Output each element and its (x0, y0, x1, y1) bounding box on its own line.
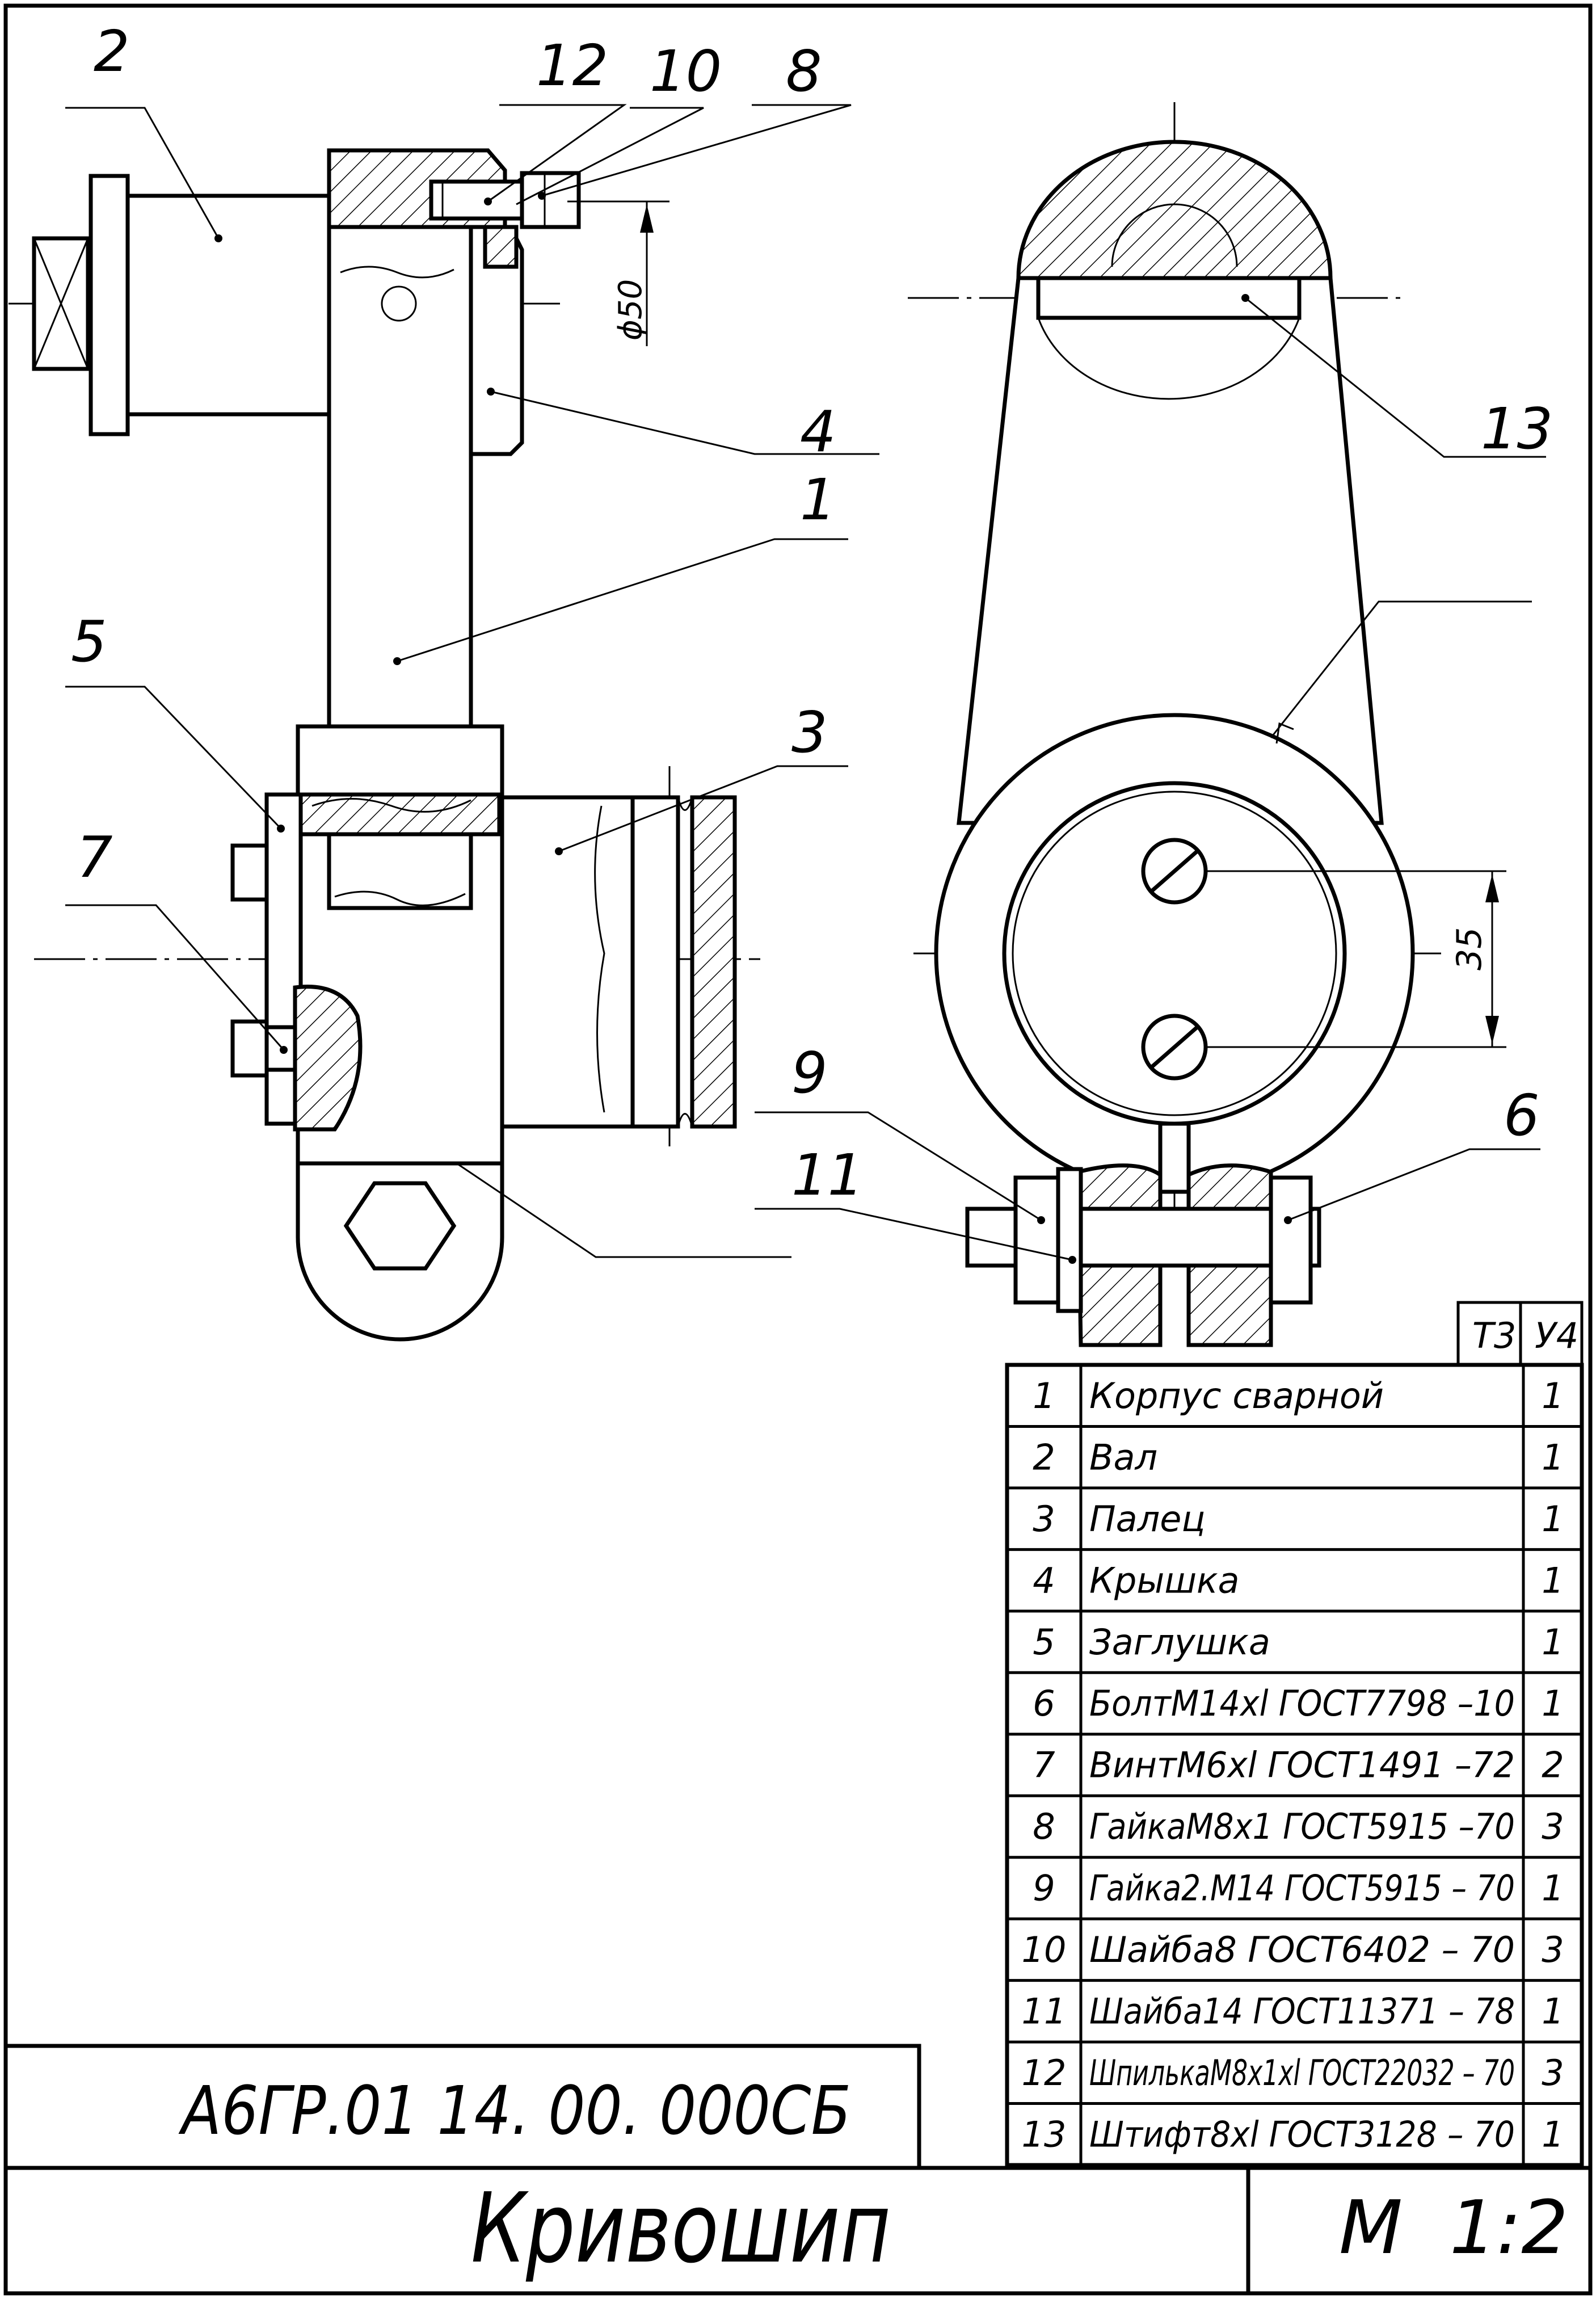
svg-text:1: 1 (800, 466, 836, 533)
bom-qty: 1 (1542, 2113, 1564, 2155)
bom-name: ШпилькаМ8х1хl ГОСТ22032 – 70 (1089, 2052, 1515, 2094)
front-view (9, 148, 760, 1342)
bom-name: Штифт8хl ГОСТ3128 – 70 (1089, 2113, 1515, 2155)
callout-unlabeled-eye (456, 1162, 791, 1258)
bom-name: ГайкаМ8х1 ГОСТ5915 –70 (1089, 1806, 1515, 1847)
bom-pos: 13 (1022, 2113, 1067, 2155)
dimension-35: 35 (1206, 870, 1506, 1048)
dim35-label: 35 (1450, 927, 1489, 970)
callout-unlabeled-weld (1270, 600, 1532, 744)
bom-qty: 3 (1542, 1929, 1564, 1970)
callout-6: 6 (1284, 1082, 1540, 1224)
callout-3: 3 (555, 699, 848, 855)
bom-qty: 2 (1542, 1745, 1564, 1786)
bom-qty: 1 (1542, 1436, 1564, 1478)
svg-text:8: 8 (786, 38, 822, 104)
svg-text:10: 10 (650, 38, 722, 104)
bom-name: Корпус сварной (1089, 1375, 1384, 1417)
bom-pos: 9 (1033, 1868, 1055, 1909)
bom-pos: 5 (1033, 1621, 1055, 1663)
bom-name: Шайба8 ГОСТ6402 – 70 (1089, 1929, 1515, 1970)
bom-qty: 1 (1542, 1868, 1564, 1909)
svg-text:4: 4 (800, 398, 836, 465)
bom-name: Шайба14 ГОСТ11371 – 78 (1089, 1991, 1515, 2032)
svg-text:3: 3 (791, 699, 828, 766)
callout-9: 9 (755, 1040, 1045, 1224)
bom-pos: 1 (1033, 1375, 1055, 1417)
phi50-label: ϕ50 (612, 279, 649, 341)
callout-13: 13 (1241, 294, 1553, 462)
bom-name: Заглушка (1089, 1621, 1270, 1663)
dimension-phi50: ϕ50 (567, 200, 669, 346)
drawing-frame (3, 3, 1593, 2296)
bom-row: 1 Корпус сварной 1 (1033, 1375, 1564, 1417)
callout-10: 10 (516, 38, 722, 205)
bom-row: 7 ВинтМ6хl ГОСТ1491 –72 2 (1033, 1745, 1564, 1786)
callout-12: 12 (484, 32, 627, 205)
bom-pos: 3 (1033, 1498, 1055, 1540)
bom-row: 10 Шайба8 ГОСТ6402 – 70 3 (1022, 1929, 1564, 1970)
bom-pos: 8 (1033, 1806, 1055, 1847)
callout-1: 1 (393, 466, 848, 665)
bom-pos: 6 (1033, 1683, 1055, 1724)
callout-11: 11 (755, 1142, 1076, 1264)
bom-name: Палец (1089, 1498, 1206, 1540)
bom-row: 3 Палец 1 (1033, 1498, 1564, 1540)
bom-pos: 2 (1033, 1436, 1055, 1478)
bom-pos: 11 (1022, 1991, 1067, 2032)
bom-name: БолтМ14хl ГОСТ7798 –10 (1089, 1683, 1515, 1724)
bom-pos: 12 (1022, 2052, 1067, 2094)
bom-row: 11 Шайба14 ГОСТ11371 – 78 1 (1022, 1991, 1564, 2032)
bom-qty: 1 (1542, 1683, 1564, 1724)
bom-qty: 3 (1542, 2052, 1564, 2094)
side-view (908, 102, 1441, 1347)
bom-row: 2 Вал 1 (1033, 1436, 1564, 1478)
bom-header-right: У4 (1535, 1315, 1578, 1356)
svg-text:12: 12 (536, 32, 608, 99)
bom-row: 13 Штифт8хl ГОСТ3128 – 70 1 (1022, 2113, 1564, 2155)
svg-text:13: 13 (1481, 396, 1553, 462)
callout-4: 4 (487, 388, 879, 465)
drawing-designation: А6ГР.01 14. 00. 000СБ (178, 2071, 851, 2150)
drawing-scale: М 1:2 (1339, 2184, 1568, 2271)
bom-row: 12 ШпилькаМ8х1хl ГОСТ22032 – 70 3 (1022, 2052, 1564, 2094)
bom-row: 6 БолтМ14хl ГОСТ7798 –10 1 (1033, 1683, 1564, 1724)
bom-name: Гайка2.М14 ГОСТ5915 – 70 (1089, 1868, 1515, 1909)
svg-text:2: 2 (94, 18, 130, 85)
svg-text:5: 5 (71, 608, 107, 675)
bom-qty: 1 (1542, 1498, 1564, 1540)
svg-text:11: 11 (791, 1142, 864, 1208)
bom-qty: 1 (1542, 1991, 1564, 2032)
bom-qty: 3 (1542, 1806, 1564, 1847)
callout-7: 7 (65, 824, 288, 1054)
bom-qty: 1 (1542, 1621, 1564, 1663)
bom-header-left: Т3 (1472, 1315, 1516, 1356)
bom-row: 4 Крышка 1 (1033, 1560, 1564, 1601)
callout-8: 8 (538, 38, 852, 200)
bom-name: Вал (1089, 1436, 1157, 1478)
svg-text:9: 9 (791, 1040, 828, 1106)
callout-2: 2 (65, 18, 222, 242)
bom-row: 8 ГайкаМ8х1 ГОСТ5915 –70 3 (1033, 1806, 1564, 1847)
bom-pos: 10 (1022, 1929, 1067, 1970)
bom-pos: 4 (1033, 1560, 1055, 1601)
bom-name: ВинтМ6хl ГОСТ1491 –72 (1089, 1745, 1515, 1786)
bom-qty: 1 (1542, 1375, 1564, 1417)
svg-text:6: 6 (1504, 1082, 1540, 1149)
drawing-title: Кривошип (471, 2172, 891, 2285)
bom-name: Крышка (1089, 1560, 1240, 1601)
title-block: А6ГР.01 14. 00. 000СБ Кривошип М 1:2 (178, 2071, 1568, 2285)
bom-pos: 7 (1033, 1745, 1055, 1786)
svg-text:7: 7 (77, 824, 113, 890)
bom-row: 5 Заглушка 1 (1033, 1621, 1564, 1663)
bom-qty: 1 (1542, 1560, 1564, 1601)
callout-5: 5 (65, 608, 285, 833)
bom-row: 9 Гайка2.М14 ГОСТ5915 – 70 1 (1033, 1868, 1564, 1909)
